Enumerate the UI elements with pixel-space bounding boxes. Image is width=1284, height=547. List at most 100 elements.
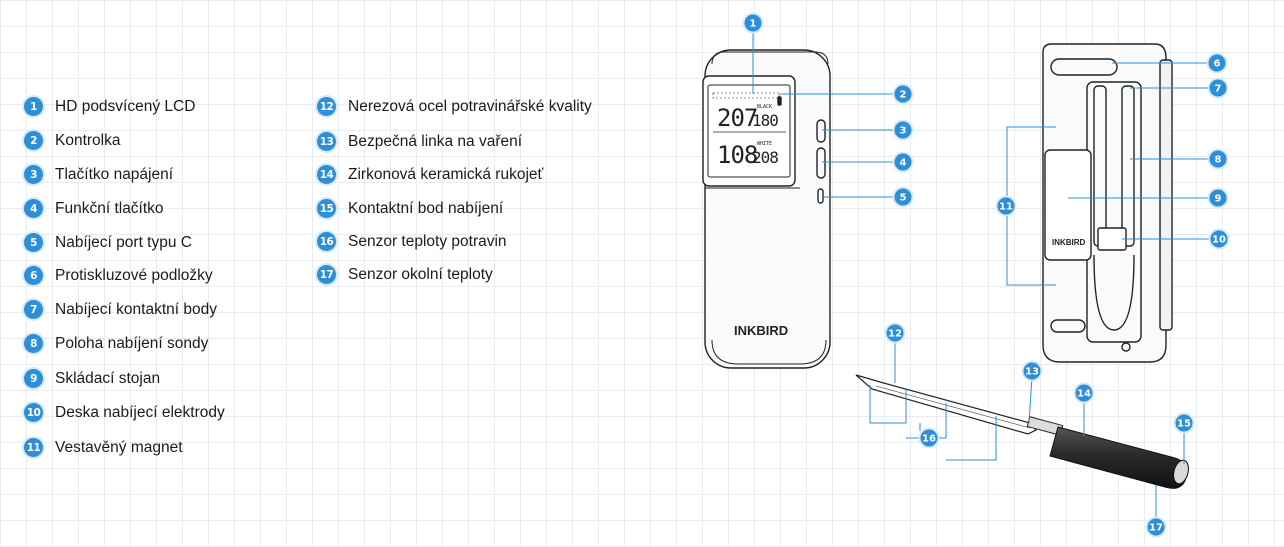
legend-item: 13 Bezpečná linka na vaření: [317, 132, 522, 151]
device-top-edge: [711, 51, 829, 65]
callout-badge-7: 7: [1207, 77, 1229, 99]
lcd-tag-bottom: WHITE: [757, 141, 772, 147]
indicator-light-shape: [777, 96, 782, 106]
svg-text:7: 7: [1215, 84, 1222, 95]
legend-item: 17 Senzor okolní teploty: [317, 265, 493, 284]
legend-label: Nerezová ocel potravinářské kvality: [348, 97, 592, 115]
svg-text:16: 16: [922, 434, 936, 445]
folding-stand: [1044, 149, 1092, 261]
probe-channel-right: [1121, 85, 1135, 247]
svg-text:3: 3: [900, 126, 907, 137]
legend-label: Funkční tlačítko: [55, 199, 164, 217]
lcd-screen: [707, 84, 791, 178]
probe-holder-bottom: [1093, 254, 1135, 331]
brand-logo-front: INKBIRD: [734, 323, 788, 338]
callout-badge-2: 2: [892, 83, 914, 105]
number-badge: 1: [24, 97, 43, 116]
legend-label: Bezpečná linka na vaření: [348, 132, 523, 150]
callout-badge-13: 13: [1021, 360, 1043, 382]
ceramic-handle: [1049, 426, 1188, 489]
number-badge: 8: [24, 334, 43, 353]
legend-label: Zirkonová keramická rukojeť: [348, 165, 544, 183]
lcd-tag-top: BLACK: [757, 104, 772, 110]
legend-item: 5 Nabíjecí port typu C: [24, 233, 192, 252]
callout-badge-17: 17: [1145, 516, 1167, 538]
side-rail: [1159, 59, 1173, 331]
number-badge: 10: [24, 403, 43, 422]
legend-label: Kontaktní bod nabíjení: [348, 199, 504, 217]
callout-badge-15: 15: [1173, 412, 1195, 434]
svg-text:6: 6: [1214, 59, 1221, 70]
legend-item: 12 Nerezová ocel potravinářské kvality: [317, 97, 592, 116]
number-badge: 13: [317, 132, 336, 151]
function-button-shape: [816, 147, 826, 179]
svg-text:5: 5: [900, 193, 907, 204]
svg-text:4: 4: [900, 158, 907, 169]
callout-badge-11: 11: [995, 195, 1017, 217]
legend-item: 10 Deska nabíjecí elektrody: [24, 403, 225, 422]
svg-text:8: 8: [1215, 155, 1222, 166]
callout-badge-14: 14: [1073, 382, 1095, 404]
callout-badge-1: 1: [742, 12, 764, 34]
svg-text:17: 17: [1149, 523, 1163, 534]
legend-item: 9 Skládací stojan: [24, 369, 160, 388]
number-badge: 2: [24, 131, 43, 150]
legend-item: 4 Funkční tlačítko: [24, 199, 164, 218]
lcd-top-left-value: 207: [717, 104, 757, 132]
charging-electrode-plate: [1097, 227, 1127, 251]
anti-slip-pad-top: [1050, 58, 1118, 76]
legend-label: Nabíjecí port typu C: [55, 233, 192, 251]
legend-label: Senzor okolní teploty: [348, 265, 493, 283]
number-badge: 5: [24, 233, 43, 252]
callout-badges: 1 2 3 4 5 6 7 8 9 10 11 12 13 14 15 16 1…: [742, 12, 1230, 538]
number-badge: 15: [317, 199, 336, 218]
device-front-view: [702, 49, 831, 369]
number-badge: 17: [317, 265, 336, 284]
svg-text:11: 11: [999, 202, 1013, 213]
back-screw: [1121, 342, 1131, 352]
power-button-shape: [816, 119, 826, 143]
device-back-body: [1042, 43, 1167, 363]
svg-text:9: 9: [1215, 194, 1222, 205]
number-badge: 12: [317, 97, 336, 116]
number-badge: 4: [24, 199, 43, 218]
callout-badge-12: 12: [884, 322, 906, 344]
number-badge: 9: [24, 369, 43, 388]
brand-logo-back: INKBIRD: [1052, 238, 1086, 247]
callout-badge-5: 5: [892, 186, 914, 208]
legend-item: 2 Kontrolka: [24, 131, 120, 150]
anti-slip-pad-bottom: [1050, 319, 1086, 333]
callout-badge-16: 16: [918, 427, 940, 449]
legend-item: 15 Kontaktní bod nabíjení: [317, 199, 503, 218]
svg-text:1: 1: [750, 19, 757, 30]
number-badge: 3: [24, 165, 43, 184]
svg-text:14: 14: [1077, 389, 1091, 400]
number-badge: 11: [24, 438, 43, 457]
device-back-view: [1042, 43, 1173, 363]
lcd-status-icons: [712, 92, 780, 99]
legend-label: Nabíjecí kontaktní body: [55, 300, 217, 318]
svg-text:13: 13: [1025, 367, 1039, 378]
legend-label: HD podsvícený LCD: [55, 97, 196, 115]
lcd-top-right-value: 180: [752, 111, 778, 130]
svg-text:15: 15: [1177, 419, 1191, 430]
legend-item: 3 Tlačítko napájení: [24, 165, 173, 184]
legend-label: Protiskluzové podložky: [55, 266, 213, 284]
legend-label: Tlačítko napájení: [55, 165, 174, 183]
number-badge: 16: [317, 232, 336, 251]
callout-badge-6: 6: [1206, 52, 1228, 74]
legend-label: Deska nabíjecí elektrody: [55, 403, 225, 421]
number-badge: 6: [24, 266, 43, 285]
callout-badge-8: 8: [1207, 148, 1229, 170]
legend-label: Kontrolka: [55, 131, 121, 149]
usb-c-port-shape: [817, 188, 824, 204]
legend-item: 1 HD podsvícený LCD: [24, 97, 195, 116]
lcd-bottom-left-value: 108: [717, 141, 757, 169]
probe-shaft-highlight: [875, 385, 1031, 429]
legend-label: Skládací stojan: [55, 369, 161, 387]
number-badge: 14: [317, 165, 336, 184]
svg-text:2: 2: [900, 90, 907, 101]
